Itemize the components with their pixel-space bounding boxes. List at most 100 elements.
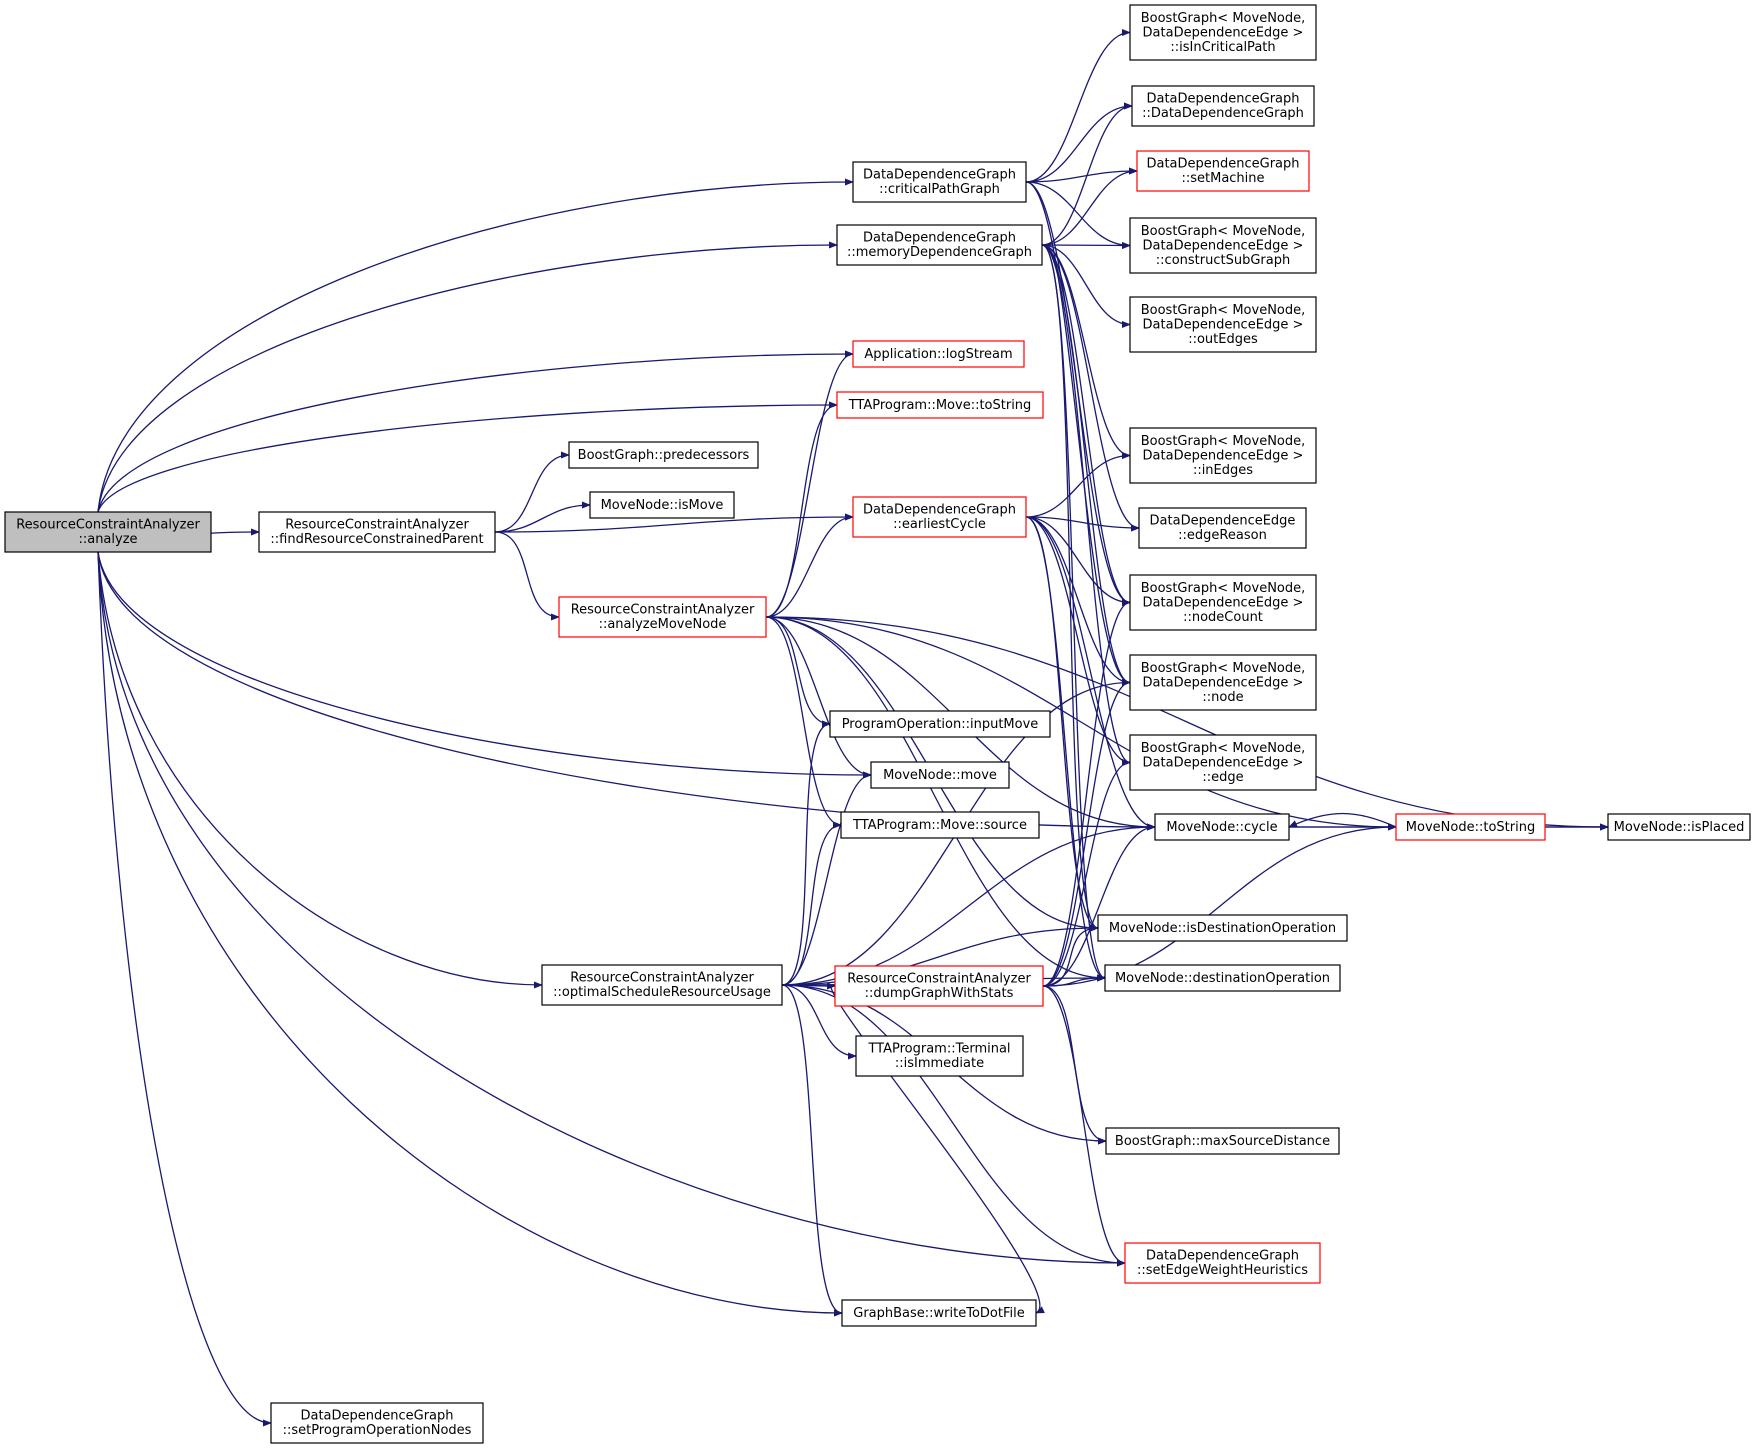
node-label-line: BoostGraph< MoveNode, [1141,303,1306,318]
node-nodeCount[interactable]: BoostGraph< MoveNode,DataDependenceEdge … [1129,574,1317,631]
edge-criticalPathGraph-to-ddgCtor [1025,102,1133,183]
edge-findResourceConstrainedParent-to-predecessors [494,451,570,533]
edge-analyze-to-setProgramOperationNodes [97,551,272,1427]
node-label-line: ResourceConstraintAnalyzer [847,972,1031,987]
node-box [840,811,1040,839]
node-box [1129,4,1317,61]
node-move[interactable]: MoveNode::move [870,761,1010,789]
node-inEdges[interactable]: BoostGraph< MoveNode,DataDependenceEdge … [1129,427,1317,484]
node-maxSourceDistance[interactable]: BoostGraph::maxSourceDistance [1105,1127,1340,1155]
node-box [568,441,759,469]
node-label-line: BoostGraph::predecessors [578,448,750,463]
edge-dumpGraphWithStats-to-writeToDotFile [830,984,1045,1314]
node-box [589,491,735,519]
node-label-line: BoostGraph< MoveNode, [1141,581,1306,596]
node-cycle[interactable]: MoveNode::cycle [1154,813,1290,841]
node-label-line: DataDependenceGraph [1146,92,1299,107]
edge-memoryDependenceGraph-to-constructSubGraph [1041,241,1131,250]
node-label-line: ::edge [1202,770,1243,785]
node-box [1136,150,1310,192]
edge-criticalPathGraph-to-setMachine [1025,167,1138,183]
node-box [1395,813,1546,841]
node-analyze[interactable]: ResourceConstraintAnalyzer::analyze [4,511,212,553]
node-label-line: TTAProgram::Terminal [867,1042,1010,1057]
node-box [852,496,1027,538]
node-label-line: TTAProgram::Move::source [852,818,1027,833]
node-label-line: Application::logStream [864,347,1012,362]
node-layer: ResourceConstraintAnalyzer::analyzeResou… [4,4,1751,1444]
node-analyzeMoveNode[interactable]: ResourceConstraintAnalyzer::analyzeMoveN… [558,596,767,638]
edge-analyze-to-memoryDependenceGraph [97,241,838,513]
node-label-line: ::memoryDependenceGraph [847,245,1032,260]
node-criticalPathGraph[interactable]: DataDependenceGraph::criticalPathGraph [852,161,1027,203]
node-earliestCycle[interactable]: DataDependenceGraph::earliestCycle [852,496,1027,538]
node-label-line: DataDependenceGraph [863,503,1016,518]
node-moveToString[interactable]: TTAProgram::Move::toString [836,391,1044,419]
node-ddgCtor[interactable]: DataDependenceGraph::DataDependenceGraph [1131,85,1315,127]
node-label-line: ::dumpGraphWithStats [865,986,1014,1001]
node-label-line: ::criticalPathGraph [879,182,1000,197]
node-label-line: ResourceConstraintAnalyzer [570,971,754,986]
edge-optimalScheduleResourceUsage-to-writeToDotFile [781,984,843,1317]
node-edge[interactable]: BoostGraph< MoveNode,DataDependenceEdge … [1129,734,1317,791]
node-label-line: DataDependenceGraph [863,168,1016,183]
node-node[interactable]: BoostGraph< MoveNode,DataDependenceEdge … [1129,654,1317,711]
edge-dumpGraphWithStats-to-node [1042,678,1131,987]
node-outEdges[interactable]: BoostGraph< MoveNode,DataDependenceEdge … [1129,296,1317,353]
node-label-line: DataDependenceEdge > [1143,595,1304,610]
edge-analyzeMoveNode-to-moveToString [765,401,838,618]
node-moveNodeToString[interactable]: MoveNode::toString [1395,813,1546,841]
node-edgeReason[interactable]: DataDependenceEdge::edgeReason [1138,507,1307,549]
node-label-line: BoostGraph::maxSourceDistance [1115,1134,1330,1149]
node-label-line: GraphBase::writeToDotFile [853,1306,1024,1321]
node-writeToDotFile[interactable]: GraphBase::writeToDotFile [841,1299,1037,1327]
node-box [1124,1242,1321,1284]
edge-dumpGraphWithStats-to-cycle [1042,823,1156,987]
node-box [870,761,1010,789]
node-setMachine[interactable]: DataDependenceGraph::setMachine [1136,150,1310,192]
node-findResourceConstrainedParent[interactable]: ResourceConstraintAnalyzer::findResource… [258,511,496,553]
node-box [1104,964,1341,992]
edge-earliestCycle-to-edge [1025,516,1131,767]
edge-dumpGraphWithStats-to-isDestinationOperation [1042,924,1099,987]
node-label-line: ::earliestCycle [893,517,986,532]
node-label-line: ::node [1202,690,1243,705]
node-label-line: DataDependenceGraph [300,1409,453,1424]
node-box [1129,574,1317,631]
node-label-line: ResourceConstraintAnalyzer [571,603,755,618]
node-isMove[interactable]: MoveNode::isMove [589,491,735,519]
node-label-line: MoveNode::isMove [601,498,724,513]
node-setEdgeWeightHeuristics[interactable]: DataDependenceGraph::setEdgeWeightHeuris… [1124,1242,1321,1284]
edge-criticalPathGraph-to-node [1025,181,1131,687]
node-label-line: MoveNode::move [883,768,997,783]
node-inputMove[interactable]: ProgramOperation::inputMove [829,710,1051,738]
edge-optimalScheduleResourceUsage-to-isImmediate [781,984,857,1060]
edge-analyzeMoveNode-to-logStream [765,350,854,618]
node-dumpGraphWithStats[interactable]: ResourceConstraintAnalyzer::dumpGraphWit… [834,965,1044,1007]
edge-dumpGraphWithStats-to-setEdgeWeightHeuristics [1042,985,1126,1267]
node-constructSubGraph[interactable]: BoostGraph< MoveNode,DataDependenceEdge … [1129,217,1317,274]
edge-memoryDependenceGraph-to-node [1041,244,1131,687]
node-logStream[interactable]: Application::logStream [852,340,1025,368]
node-isImmediate[interactable]: TTAProgram::Terminal::isImmediate [855,1035,1024,1077]
edge-earliestCycle-to-cycle [1025,516,1156,831]
node-label-line: DataDependenceGraph [1146,157,1299,172]
node-optimalScheduleResourceUsage[interactable]: ResourceConstraintAnalyzer::optimalSched… [541,964,783,1006]
edge-analyze-to-optimalScheduleResourceUsage [97,551,543,989]
node-box [258,511,496,553]
node-label-line: DataDependenceEdge > [1143,25,1304,40]
node-label-line: ::edgeReason [1178,528,1267,543]
edge-optimalScheduleResourceUsage-to-move [781,771,872,986]
node-source[interactable]: TTAProgram::Move::source [840,811,1040,839]
node-isInCriticalPath[interactable]: BoostGraph< MoveNode,DataDependenceEdge … [1129,4,1317,61]
node-setProgramOperationNodes[interactable]: DataDependenceGraph::setProgramOperation… [270,1402,484,1444]
node-label-line: DataDependenceGraph [1146,1249,1299,1264]
node-isDestinationOperation[interactable]: MoveNode::isDestinationOperation [1097,914,1348,942]
node-label-line: ::analyze [78,532,137,547]
edge-optimalScheduleResourceUsage-to-source [781,821,842,986]
node-isPlaced[interactable]: MoveNode::isPlaced [1607,813,1751,841]
edge-analyze-to-setEdgeWeightHeuristics [97,551,1126,1267]
node-destinationOperation[interactable]: MoveNode::destinationOperation [1104,964,1341,992]
node-memoryDependenceGraph[interactable]: DataDependenceGraph::memoryDependenceGra… [836,224,1043,266]
node-predecessors[interactable]: BoostGraph::predecessors [568,441,759,469]
